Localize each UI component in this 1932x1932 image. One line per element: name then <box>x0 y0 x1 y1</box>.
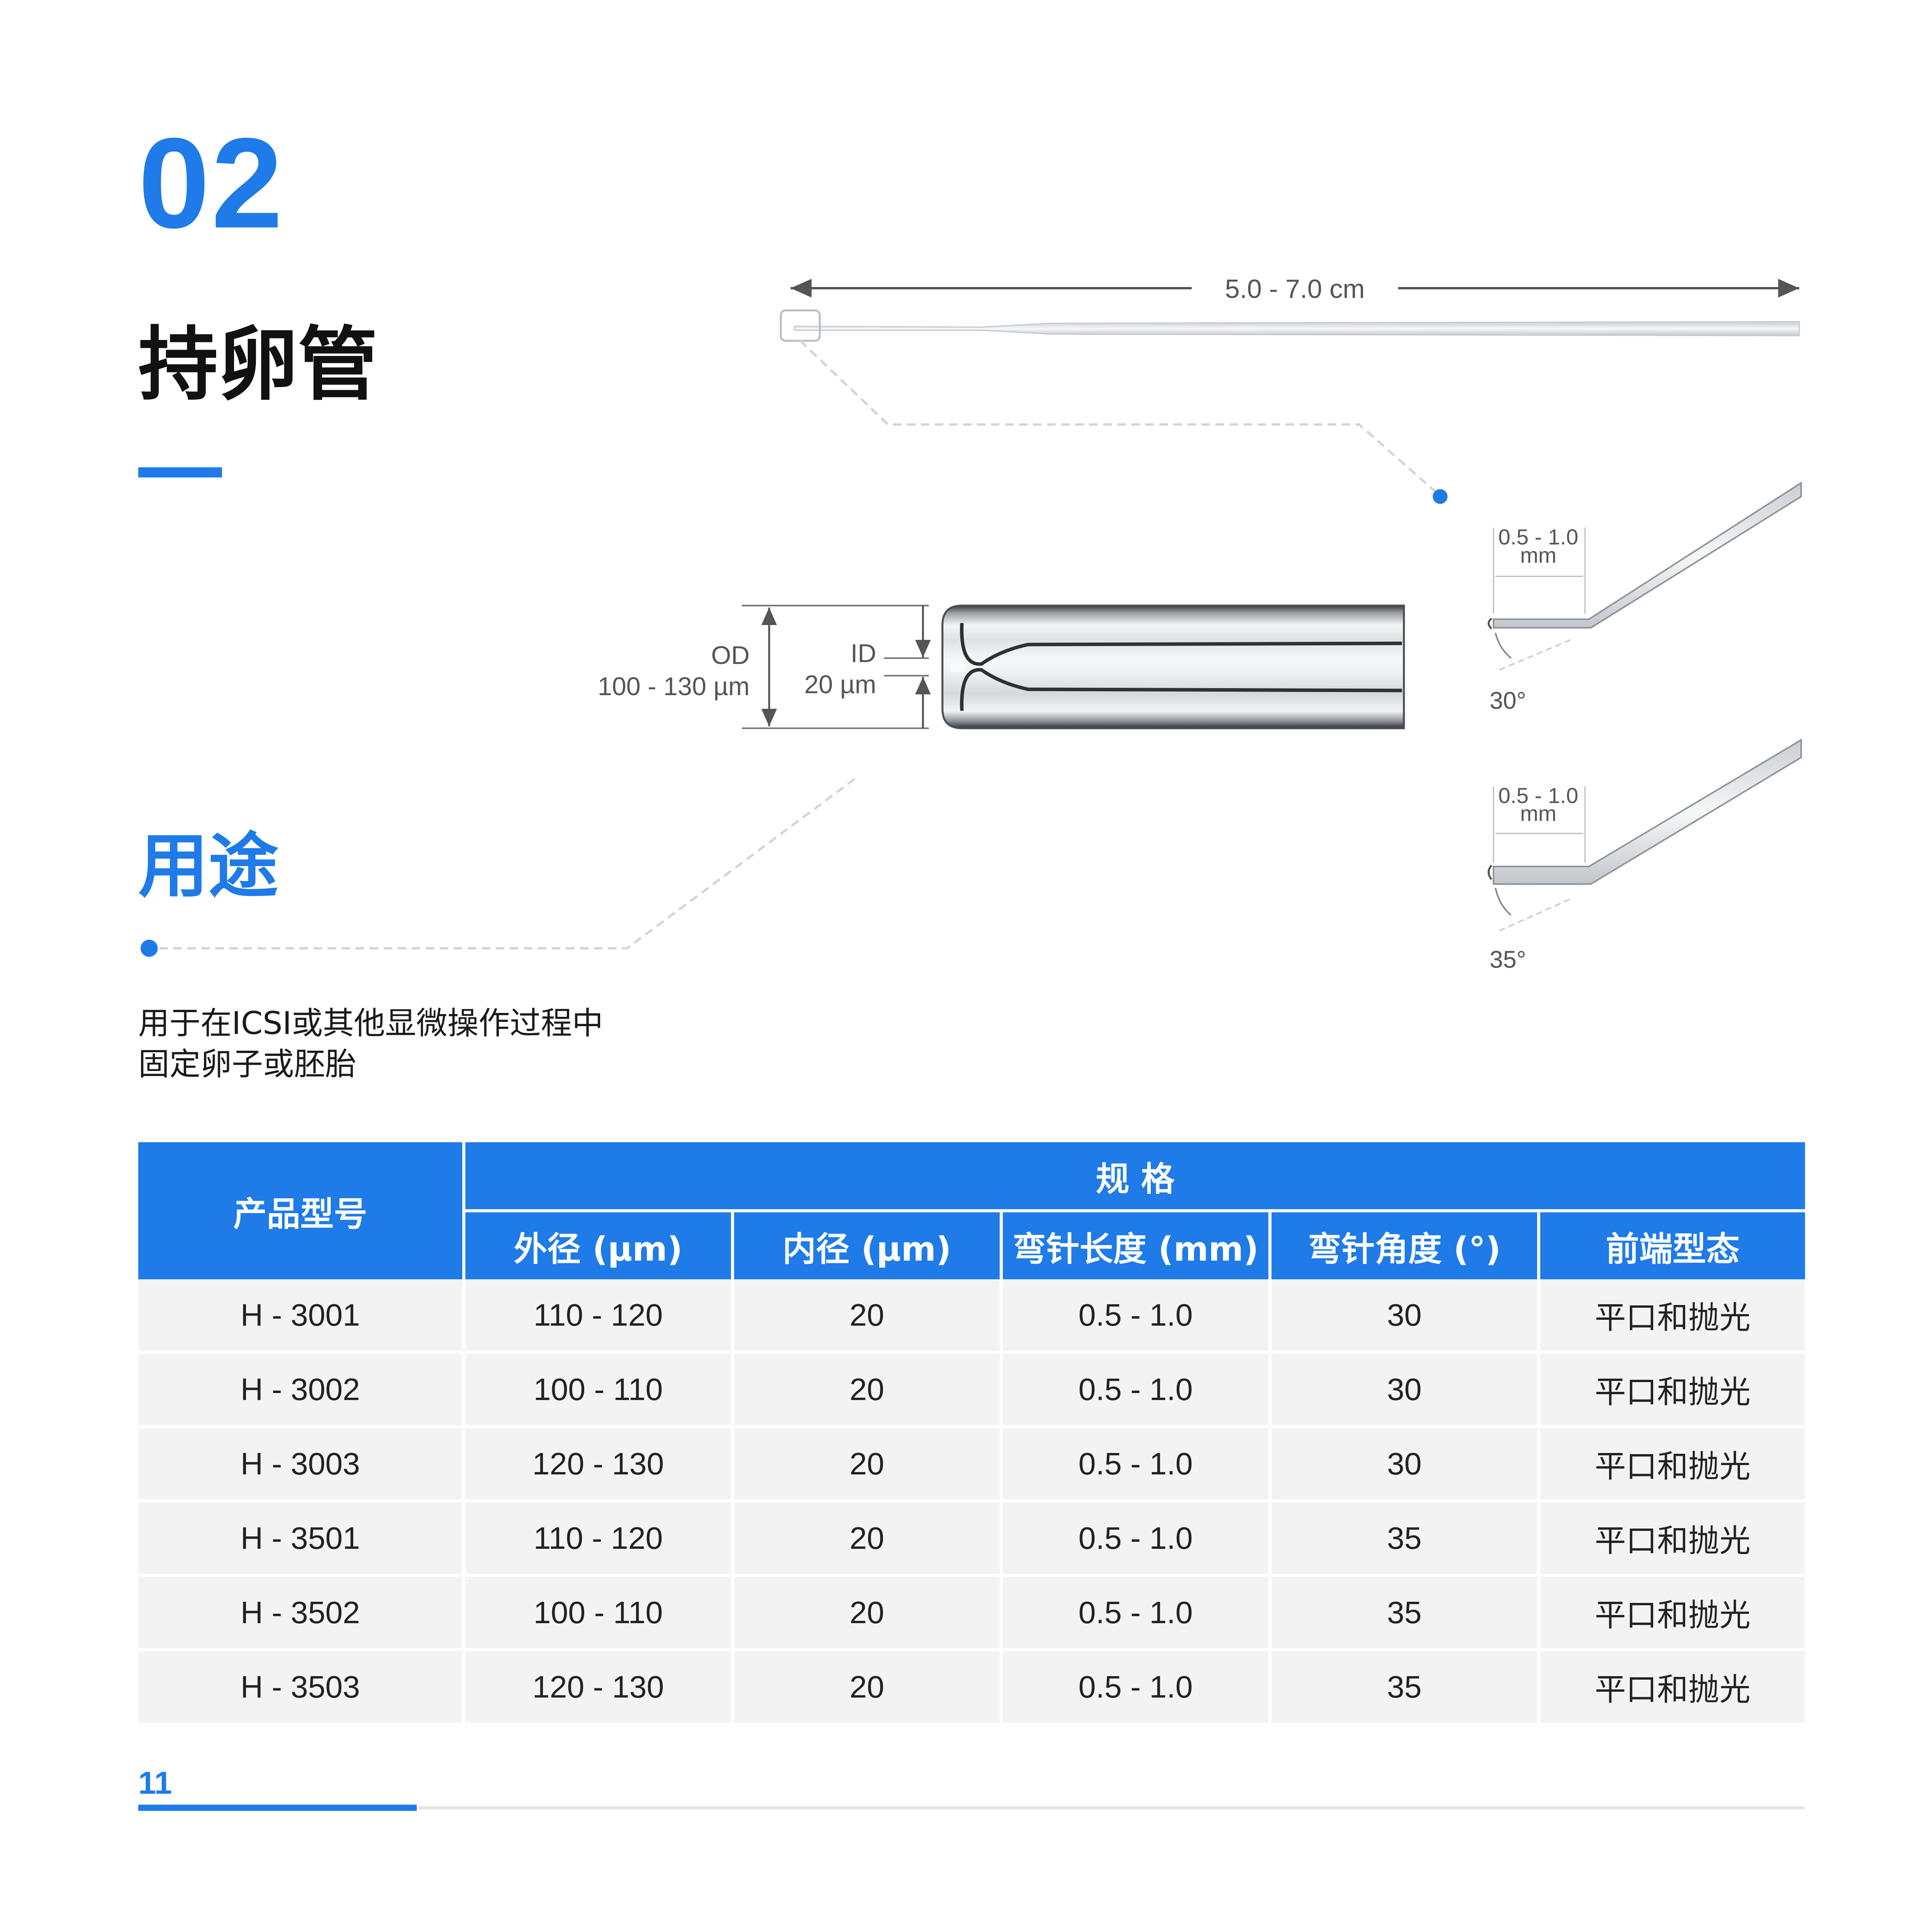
model-cell: H - 3503 <box>138 1651 465 1726</box>
model-cell: H - 3501 <box>138 1502 465 1577</box>
od-id-dimension: OD 100 - 130 µm ID 20 µm <box>598 605 931 729</box>
callout-dot-usage <box>141 940 158 957</box>
id-cell: 20 <box>734 1279 1003 1354</box>
bend-length-cell: 0.5 - 1.0 <box>1003 1428 1272 1502</box>
bend-length-bottom-1: 0.5 - 1.0 <box>1498 783 1578 808</box>
model-cell: H - 3502 <box>138 1577 465 1651</box>
od-cell: 100 - 110 <box>465 1354 734 1428</box>
usage-line: 用于在ICSI或其他显微操作过程中 <box>138 1005 603 1041</box>
table-row: H - 3002 100 - 110 20 0.5 - 1.0 30 平口和抛光 <box>138 1354 1805 1428</box>
table-row: H - 3502 100 - 110 20 0.5 - 1.0 35 平口和抛光 <box>138 1577 1805 1651</box>
usage-description: 用于在ICSI或其他显微操作过程中 固定卵子或胚胎 <box>138 1003 800 1085</box>
table-row: H - 3503 120 - 130 20 0.5 - 1.0 35 平口和抛光 <box>138 1651 1805 1726</box>
table-row: H - 3001 110 - 120 20 0.5 - 1.0 30 平口和抛光 <box>138 1279 1805 1354</box>
usage-heading: 用途 <box>138 826 279 907</box>
bend-length-cell: 0.5 - 1.0 <box>1003 1651 1272 1726</box>
model-header: 产品型号 <box>138 1142 465 1279</box>
bend-angle-cell: 30 <box>1272 1428 1540 1502</box>
title-underline <box>138 467 222 477</box>
bent-needle-30: 0.5 - 1.0 mm 30° <box>1488 481 1802 714</box>
bend-angle-cell: 30 <box>1272 1279 1540 1354</box>
id-cell: 20 <box>734 1502 1003 1577</box>
bend-angle-header: 弯针角度 (°) <box>1272 1212 1540 1279</box>
length-label: 5.0 - 7.0 cm <box>1225 274 1365 304</box>
id-cell: 20 <box>734 1354 1003 1428</box>
callout-dot-right <box>1433 489 1448 504</box>
section-number: 02 <box>138 111 285 255</box>
od-cell: 100 - 110 <box>465 1577 734 1651</box>
bend-angle-cell: 35 <box>1272 1502 1540 1577</box>
bent-needle-35: 0.5 - 1.0 mm 35° <box>1488 738 1802 973</box>
od-cell: 110 - 120 <box>465 1279 734 1354</box>
id-header: 内径 (µm) <box>734 1212 1003 1279</box>
bend-length-cell: 0.5 - 1.0 <box>1003 1279 1272 1354</box>
bend-length-cell: 0.5 - 1.0 <box>1003 1577 1272 1651</box>
length-dimension: 5.0 - 7.0 cm <box>791 274 1799 304</box>
bend-length-top-2: mm <box>1520 543 1556 567</box>
table-row: H - 3003 120 - 130 20 0.5 - 1.0 30 平口和抛光 <box>138 1428 1805 1502</box>
bend-angle-top: 30° <box>1490 687 1526 714</box>
tip-type-cell: 平口和抛光 <box>1540 1577 1805 1651</box>
bend-length-top-1: 0.5 - 1.0 <box>1498 525 1578 549</box>
spec-table: 产品型号 规 格 外径 (µm) 内径 (µm) 弯针长度 (mm) 弯针角度 … <box>138 1142 1805 1726</box>
tip-type-cell: 平口和抛光 <box>1540 1502 1805 1577</box>
tip-type-cell: 平口和抛光 <box>1540 1279 1805 1354</box>
page-title: 持卵管 <box>138 319 378 411</box>
bend-angle-bottom: 35° <box>1490 946 1526 973</box>
spec-header: 规 格 <box>465 1142 1805 1212</box>
callout-lines <box>150 340 1442 949</box>
id-value: 20 µm <box>804 670 876 699</box>
usage-line: 固定卵子或胚胎 <box>138 1046 356 1082</box>
id-cell: 20 <box>734 1651 1003 1726</box>
model-cell: H - 3001 <box>138 1279 465 1354</box>
bend-length-header: 弯针长度 (mm) <box>1003 1212 1272 1279</box>
od-header: 外径 (µm) <box>465 1212 734 1279</box>
model-cell: H - 3003 <box>138 1428 465 1502</box>
bend-angle-cell: 35 <box>1272 1651 1540 1726</box>
table-row: H - 3501 110 - 120 20 0.5 - 1.0 35 平口和抛光 <box>138 1502 1805 1577</box>
tip-type-cell: 平口和抛光 <box>1540 1354 1805 1428</box>
model-cell: H - 3002 <box>138 1354 465 1428</box>
footer-accent-bar <box>138 1805 417 1811</box>
tip-type-cell: 平口和抛光 <box>1540 1651 1805 1726</box>
id-cell: 20 <box>734 1428 1003 1502</box>
bend-angle-cell: 35 <box>1272 1577 1540 1651</box>
footer-divider <box>138 1806 1805 1809</box>
od-cell: 110 - 120 <box>465 1502 734 1577</box>
od-cell: 120 - 130 <box>465 1428 734 1502</box>
bend-length-bottom-2: mm <box>1520 801 1556 826</box>
od-label: OD <box>711 641 750 669</box>
od-value: 100 - 130 µm <box>598 672 750 701</box>
tip-type-header: 前端型态 <box>1540 1212 1805 1279</box>
id-label: ID <box>851 639 876 667</box>
bend-angle-cell: 30 <box>1272 1354 1540 1428</box>
od-cell: 120 - 130 <box>465 1651 734 1726</box>
page-number: 11 <box>138 1765 172 1801</box>
bend-length-cell: 0.5 - 1.0 <box>1003 1354 1272 1428</box>
full-needle <box>780 309 1800 342</box>
tip-type-cell: 平口和抛光 <box>1540 1428 1805 1502</box>
id-cell: 20 <box>734 1577 1003 1651</box>
pipette-tip-closeup <box>941 604 1405 729</box>
bend-length-cell: 0.5 - 1.0 <box>1003 1502 1272 1577</box>
